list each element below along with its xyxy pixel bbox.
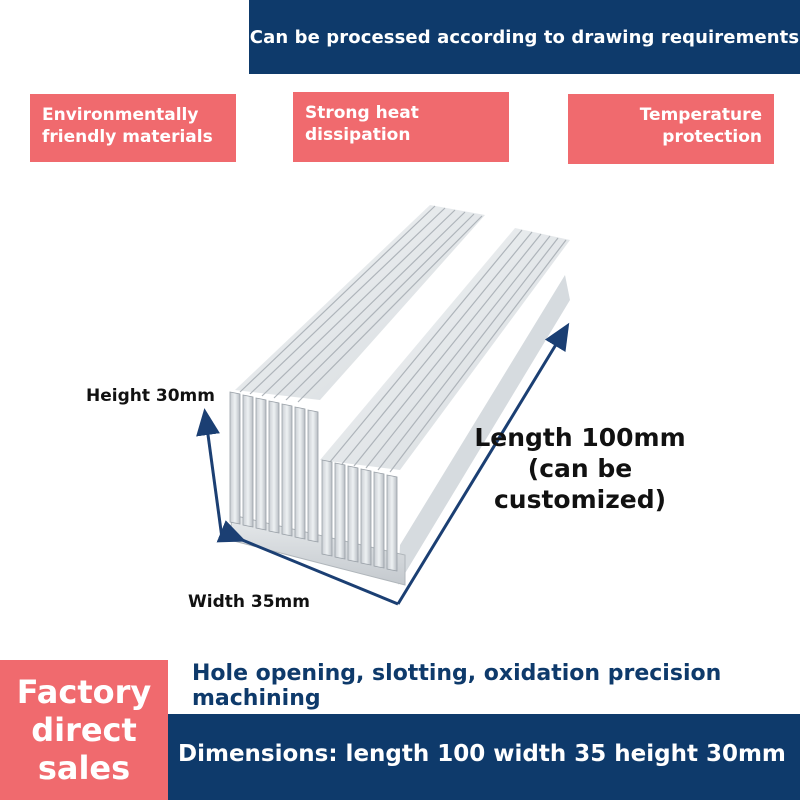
length-line: (can be [527,454,633,483]
factory-line: sales [37,749,131,787]
badge-heat-dissipation: Strong heat dissipation [293,92,509,162]
length-line: Length 100mm [474,423,686,452]
heatsink-image [196,205,570,606]
width-label: Width 35mm [188,592,310,612]
heatsink-side [398,275,570,585]
badge-line: friendly materials [42,127,213,147]
height-label: Height 30mm [86,386,215,406]
badge-line: Temperature [639,105,762,125]
badge-line: Strong heat [305,103,419,123]
dimensions-text: Dimensions: length 100 width 35 height 3… [178,741,786,767]
top-banner: Can be processed according to drawing re… [249,0,800,74]
length-line: customized) [493,485,667,514]
badge-temperature-protection: Temperature protection [568,94,774,164]
banner-text: Can be processed according to drawing re… [249,26,800,48]
factory-line: direct [31,711,137,749]
badge-eco-materials: Environmentally friendly materials [30,94,236,162]
bottom-strip [168,660,800,714]
process-text: Hole opening, slotting, oxidation precis… [192,661,722,711]
factory-line: Factory [16,673,152,711]
length-arrow [396,322,570,605]
width-arrow [216,520,399,606]
factory-direct-sales-badge: Factory direct sales [0,660,168,800]
badge-line: protection [662,127,762,147]
bottom-bar [168,714,800,800]
badge-line: dissipation [305,125,411,145]
height-arrow [196,408,224,539]
badge-line: Environmentally [42,105,199,125]
length-label: Length 100mm (can be customized) [460,422,700,515]
